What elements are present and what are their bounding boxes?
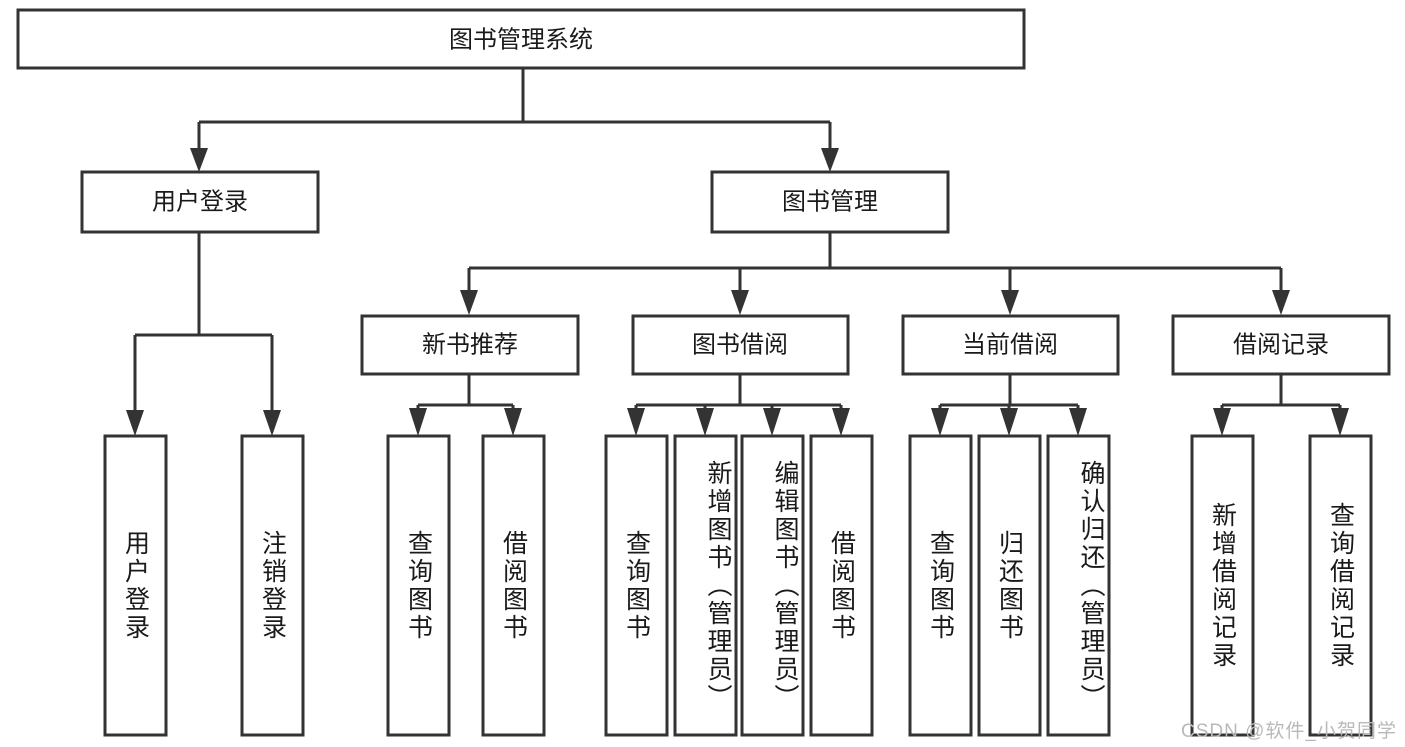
node-book-borrow-box[interactable] xyxy=(631,314,850,376)
leaf-box-query-book-3[interactable] xyxy=(908,434,973,737)
node-new-book-recommend[interactable]: 新书推荐 xyxy=(360,314,580,376)
node-book-borrow-label: 图书借阅 xyxy=(692,331,788,358)
node-root[interactable]: 图书管理系统 xyxy=(16,8,1026,70)
node-user-login-label: 用户登录 xyxy=(152,188,248,215)
node-borrow-record-box[interactable] xyxy=(1171,314,1391,376)
leaf-box-borrow-book-1[interactable] xyxy=(481,434,546,737)
node-current-borrow-box[interactable] xyxy=(901,314,1120,376)
leaf-box-user-login[interactable] xyxy=(103,434,168,737)
node-new-book-recommend-label: 新书推荐 xyxy=(422,331,518,358)
leaf-box-query-book-2[interactable] xyxy=(604,434,669,737)
node-user-login[interactable]: 用户登录 xyxy=(80,170,320,234)
leaf-box-query-book-1[interactable] xyxy=(386,434,451,737)
node-user-login-box[interactable] xyxy=(80,170,320,234)
watermark: CSDN @软件_小贺同学 xyxy=(1181,721,1397,742)
node-borrow-record-label: 借阅记录 xyxy=(1233,331,1329,358)
connector-record-to-leaves xyxy=(1213,375,1349,436)
connector-newbook-to-leaves xyxy=(409,375,522,436)
connector-current-to-leaves xyxy=(931,375,1087,436)
node-book-borrow[interactable]: 图书借阅 xyxy=(631,314,850,376)
node-root-box[interactable] xyxy=(16,8,1026,70)
connector-root-to-level2 xyxy=(190,68,839,172)
node-book-management-box[interactable] xyxy=(710,170,950,234)
node-current-borrow[interactable]: 当前借阅 xyxy=(901,314,1120,376)
node-book-management[interactable]: 图书管理 xyxy=(710,170,950,234)
node-borrow-record[interactable]: 借阅记录 xyxy=(1171,314,1391,376)
node-new-book-recommend-box[interactable] xyxy=(360,314,580,376)
connector-bookmgmt-to-level3 xyxy=(460,232,1290,315)
leaf-box-confirm-return[interactable] xyxy=(1046,434,1111,737)
leaf-box-logout[interactable] xyxy=(240,434,305,737)
leaf-box-query-record[interactable] xyxy=(1308,434,1373,737)
connector-userlogin-to-leaves xyxy=(126,232,281,436)
leaf-box-return-book[interactable] xyxy=(977,434,1042,737)
leaf-box-add-book[interactable] xyxy=(673,434,738,737)
leaf-box-edit-book[interactable] xyxy=(740,434,805,737)
leaf-boxes xyxy=(103,434,1373,737)
node-current-borrow-label: 当前借阅 xyxy=(962,331,1058,358)
node-root-label: 图书管理系统 xyxy=(449,26,593,53)
leaf-box-borrow-book-2[interactable] xyxy=(809,434,874,737)
leaf-box-add-record[interactable] xyxy=(1190,434,1255,737)
connector-borrow-to-leaves xyxy=(627,375,850,436)
node-book-management-label: 图书管理 xyxy=(782,188,878,215)
